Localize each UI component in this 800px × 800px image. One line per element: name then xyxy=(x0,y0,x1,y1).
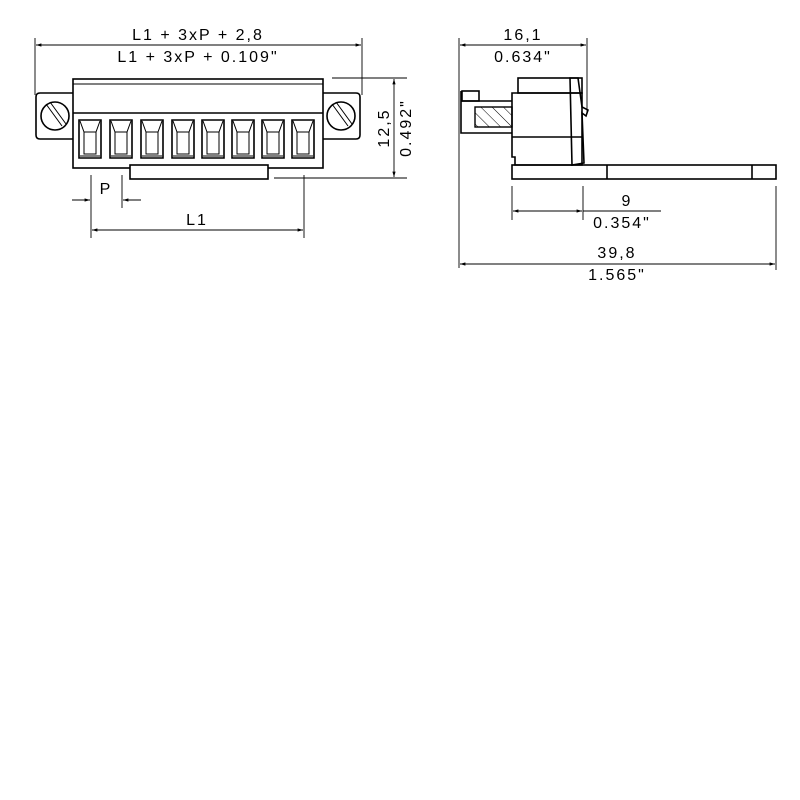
total-length-mm-label: 39,8 xyxy=(597,245,636,262)
height-mm-label: 12,5 xyxy=(376,108,393,147)
offset-in-label: 0.354" xyxy=(593,215,651,232)
latch-profile xyxy=(569,77,589,166)
base-plate xyxy=(511,164,777,180)
latch-bar xyxy=(129,164,269,180)
pitch-label: P xyxy=(100,181,113,198)
depth-mm-label: 16,1 xyxy=(503,27,542,44)
height-in-label: 0.492" xyxy=(398,99,415,157)
hatched-screw-section xyxy=(474,106,513,128)
left-screw-icon xyxy=(40,101,70,131)
front-view: L1 + 3xP + 2,8 L1 + 3xP + 0.109" xyxy=(34,27,415,238)
right-screw-flange xyxy=(323,92,361,140)
length-l1-label: L1 xyxy=(186,212,208,229)
plug-tab xyxy=(460,91,512,134)
overall-width-mm-label: L1 + 3xP + 2,8 xyxy=(132,27,264,44)
overall-width-in-label: L1 + 3xP + 0.109" xyxy=(117,49,278,66)
left-screw-flange xyxy=(35,92,73,140)
side-view: 16,1 0.634" 9 0.354" 39,8 1.565" xyxy=(458,27,777,284)
total-length-in-label: 1.565" xyxy=(588,267,646,284)
terminals xyxy=(78,119,315,159)
depth-in-label: 0.634" xyxy=(494,49,552,66)
offset-mm-label: 9 xyxy=(622,193,633,210)
right-screw-icon xyxy=(326,101,356,131)
